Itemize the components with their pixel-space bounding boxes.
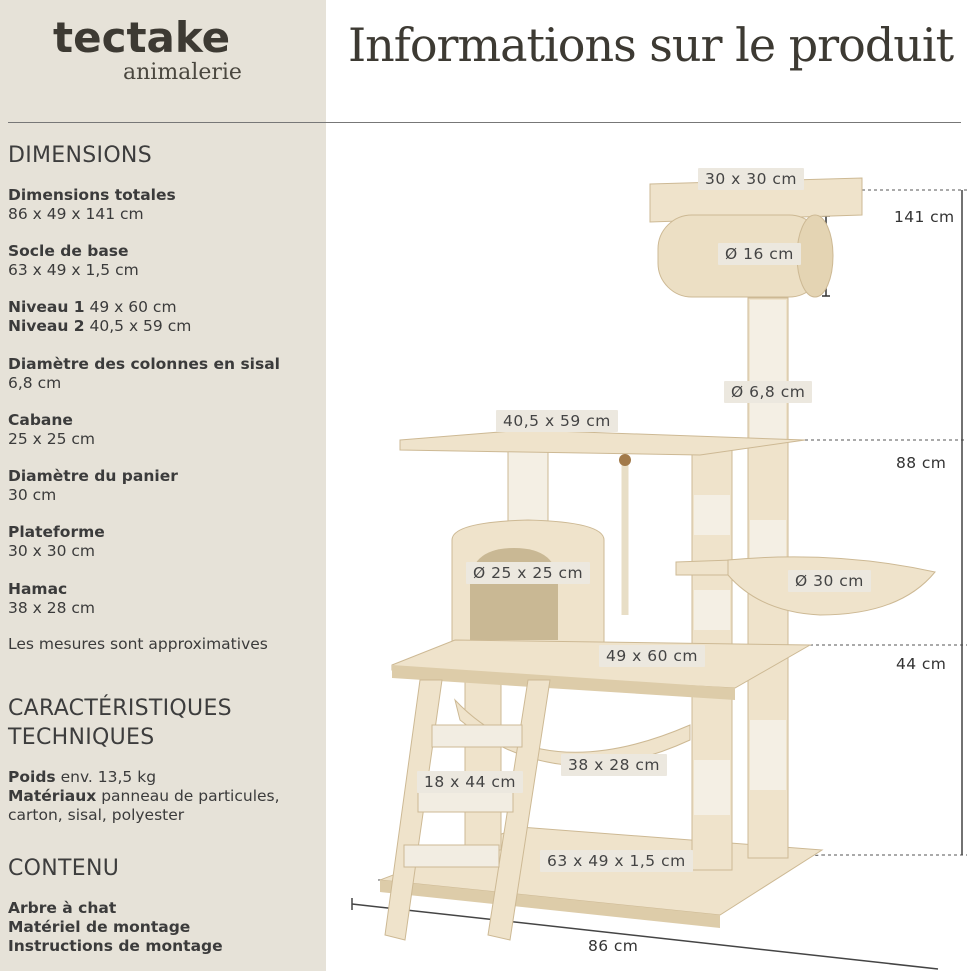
tech-heading-line2: TECHNIQUES <box>8 725 155 750</box>
spec-label: Dimensions totales <box>8 186 176 204</box>
label-ladder: 18 x 44 cm <box>417 771 524 793</box>
width-label: 86 cm <box>588 937 639 955</box>
spec-label: Plateforme <box>8 523 105 541</box>
sidebar-panel <box>0 0 326 971</box>
spec-value: 6,8 cm <box>8 374 62 392</box>
spec-value: 30 cm <box>8 486 57 504</box>
spec-label: Niveau 2 <box>8 317 85 335</box>
label-cabin: Ø 25 x 25 cm <box>466 562 591 584</box>
top-platform <box>649 177 863 298</box>
label-level-1: 49 x 60 cm <box>599 645 706 667</box>
spec-value: 40,5 x 59 cm <box>89 317 192 335</box>
spec-label: Cabane <box>8 411 73 429</box>
spec-level-2: Niveau 2 40,5 x 59 cm <box>8 317 323 336</box>
spec-label: Hamac <box>8 580 68 598</box>
spec-platform: Plateforme 30 x 30 cm <box>8 523 323 561</box>
spec-label: Matériaux <box>8 787 97 805</box>
spec-label: Niveau 1 <box>8 298 85 316</box>
label-basket-tube: Ø 16 cm <box>718 243 801 265</box>
label-basket: Ø 30 cm <box>788 570 871 592</box>
spec-value: 38 x 28 cm <box>8 599 96 617</box>
contents-item: Matériel de montage <box>8 918 191 936</box>
spec-label: Poids <box>8 768 56 786</box>
tech-heading-line1: CARACTÉRISTIQUES <box>8 696 232 721</box>
spec-level-1: Niveau 1 49 x 60 cm <box>8 298 323 317</box>
spec-basket-diameter: Diamètre du panier 30 cm <box>8 467 323 505</box>
spec-base: Socle de base 63 x 49 x 1,5 cm <box>8 242 323 280</box>
spec-value: panneau de particules, carton, sisal, po… <box>8 787 280 824</box>
cat-tree-illustration <box>351 177 967 970</box>
header-divider <box>8 122 961 123</box>
height-mid-label: 88 cm <box>896 454 947 472</box>
height-total-label: 141 cm <box>894 208 955 226</box>
height-low-label: 44 cm <box>896 655 947 673</box>
spec-label: Diamètre des colonnes en sisal <box>8 355 280 373</box>
label-base: 63 x 49 x 1,5 cm <box>540 850 693 872</box>
brand-logo: tectake <box>53 13 231 62</box>
spec-weight: Poids env. 13,5 kg <box>8 768 323 787</box>
spec-label: Socle de base <box>8 242 129 260</box>
spec-value: 30 x 30 cm <box>8 542 96 560</box>
contents-item: Arbre à chat <box>8 899 117 917</box>
page-title: Informations sur le produit <box>348 18 954 72</box>
brand-subtitle: animalerie <box>123 60 242 85</box>
spec-value: 63 x 49 x 1,5 cm <box>8 261 139 279</box>
contents-heading: CONTENU <box>8 856 120 881</box>
label-column-diameter: Ø 6,8 cm <box>724 381 813 403</box>
spec-hammock: Hamac 38 x 28 cm <box>8 580 323 618</box>
spec-label: Diamètre du panier <box>8 467 178 485</box>
label-platform: 30 x 30 cm <box>698 168 805 190</box>
spec-value: env. 13,5 kg <box>60 768 157 786</box>
ladder <box>384 679 551 941</box>
spec-value: 86 x 49 x 141 cm <box>8 205 144 223</box>
spec-column-diameter: Diamètre des colonnes en sisal 6,8 cm <box>8 355 323 393</box>
label-hammock: 38 x 28 cm <box>561 754 668 776</box>
spec-value: 25 x 25 cm <box>8 430 96 448</box>
spec-total-dimensions: Dimensions totales 86 x 49 x 141 cm <box>8 186 323 224</box>
spec-value: 49 x 60 cm <box>89 298 177 316</box>
contents-item: Instructions de montage <box>8 937 223 955</box>
spec-cabin: Cabane 25 x 25 cm <box>8 411 323 449</box>
level-2-platform <box>399 429 806 615</box>
measurement-note: Les mesures sont approximatives <box>8 635 268 653</box>
label-level-2: 40,5 x 59 cm <box>496 410 618 432</box>
dimensions-heading: DIMENSIONS <box>8 143 152 168</box>
spec-materials: Matériaux panneau de particules, carton,… <box>8 787 323 825</box>
